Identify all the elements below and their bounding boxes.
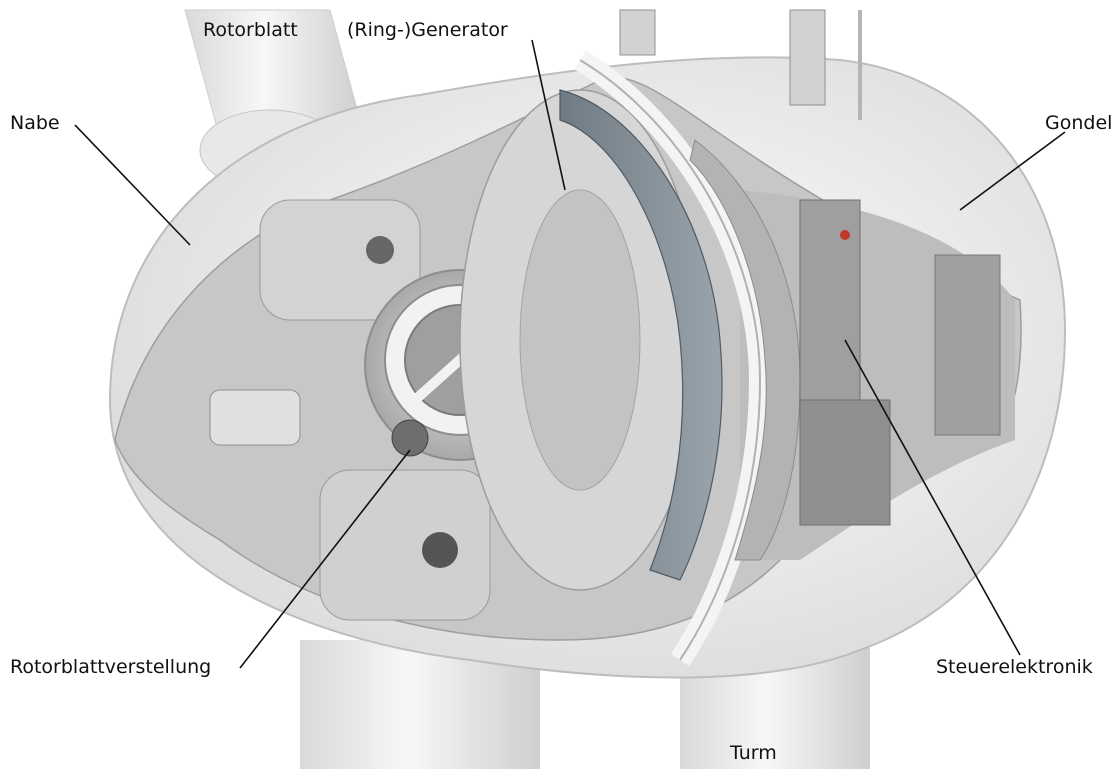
roof-equipment — [619, 9, 862, 120]
label-steuerelektronik: Steuerelektronik — [936, 656, 1093, 678]
generator-disk — [459, 89, 701, 591]
label-nabe: Nabe — [10, 112, 60, 134]
label-rotorblattverstellung: Rotorblattverstellung — [10, 656, 212, 678]
leader-gondel — [959, 131, 1066, 211]
label-rotorblatt: Rotorblatt — [203, 19, 298, 41]
leader-nabe — [74, 124, 191, 246]
leader-lines — [74, 39, 1066, 669]
label-turm: Turm — [730, 742, 777, 764]
control-cabinet — [799, 199, 1001, 526]
separation-ring — [574, 50, 772, 667]
leader-rotorblattverstellung — [239, 449, 411, 669]
label-gondel: Gondel — [1045, 112, 1113, 134]
perforated-cover — [689, 139, 801, 561]
generator-coils — [559, 89, 723, 581]
leader-generator — [531, 39, 566, 191]
leader-steuerelektronik — [844, 339, 1021, 656]
hub-structure — [209, 199, 491, 621]
label-ring-generator: (Ring-)Generator — [347, 19, 508, 41]
